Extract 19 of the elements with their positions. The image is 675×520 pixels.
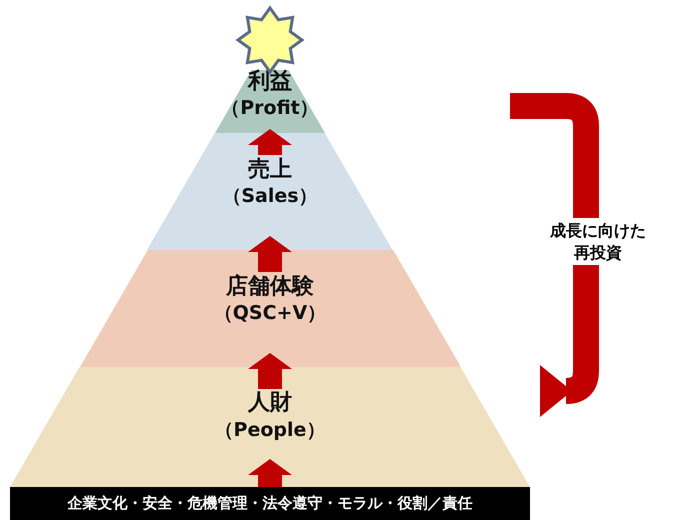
edge-label: 成長に向けた再投資 [548,218,648,266]
arrow [248,353,292,389]
band-subtitle: （Sales） [222,184,318,210]
curved-arrow [510,93,599,417]
band-title: 売上 [248,156,292,184]
band-title: 利益 [248,68,292,96]
band-subtitle: （Profit） [221,96,319,122]
foundation-bar [10,487,530,520]
band-title: 人財 [248,389,292,418]
arrow [248,236,292,272]
pyramid-band [80,250,460,367]
foundation-text: 企業文化・安全・危機管理・法令遵守・モラル・役割／責任 [68,494,472,514]
band-title: 店舗体験 [226,272,314,301]
band-subtitle: （People） [214,418,326,443]
arrow [248,129,292,155]
pyramid-band [147,133,393,250]
band-subtitle: （QSC+V） [214,301,326,326]
pyramid-band [10,367,530,487]
arrow [248,459,292,487]
